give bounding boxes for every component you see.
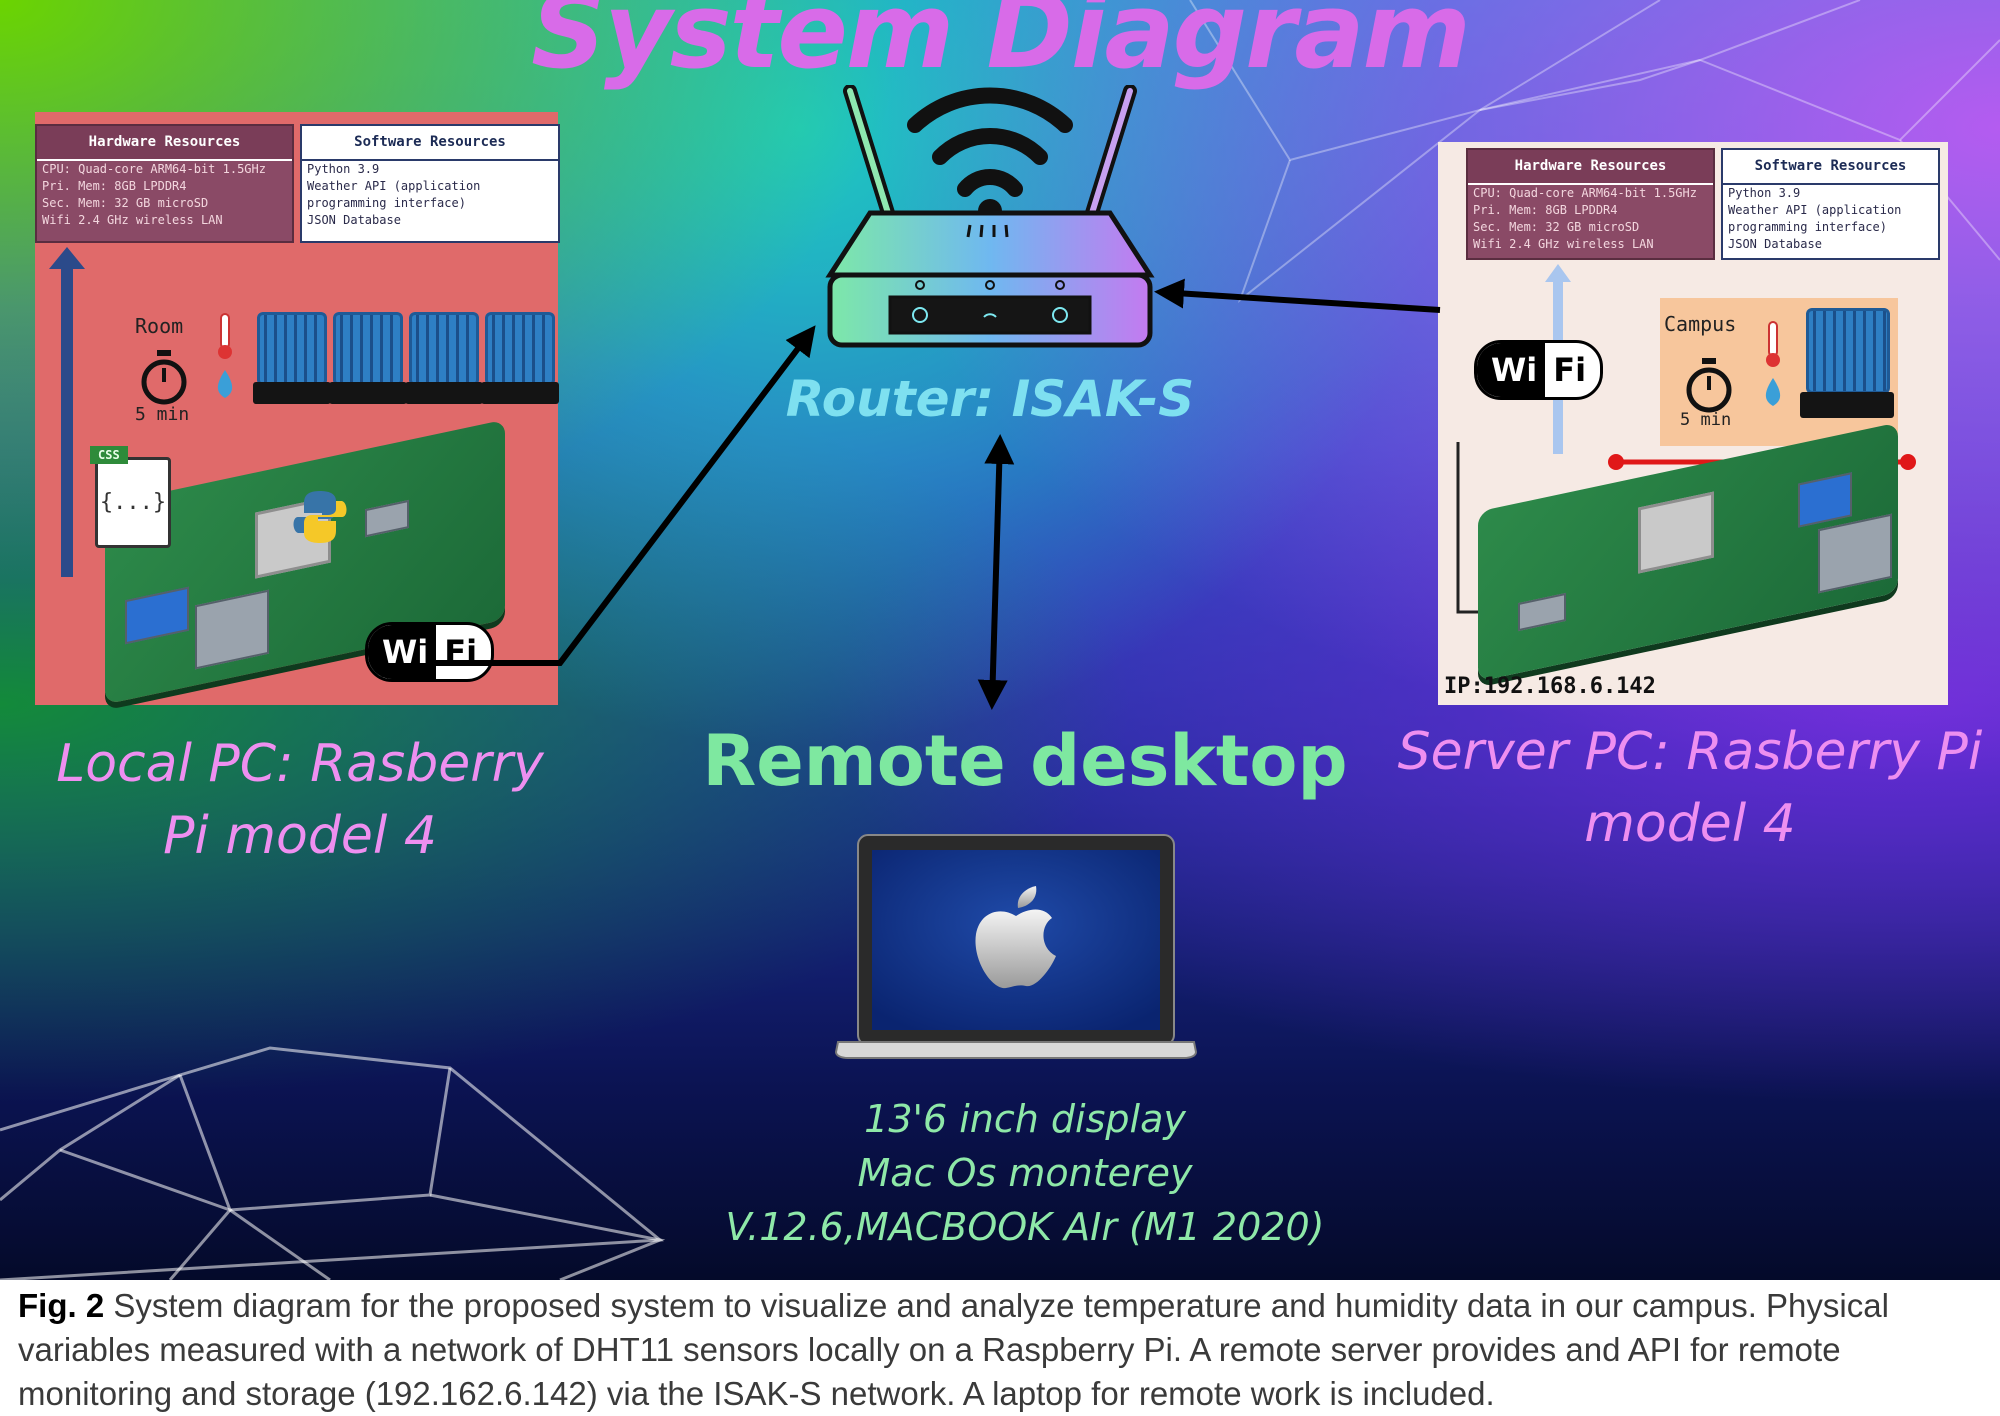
server-software-box: Software Resources Python 3.9 Weather AP… xyxy=(1721,148,1940,260)
software-title: Software Resources xyxy=(1723,150,1938,185)
interval-label: 5 min xyxy=(1680,410,1732,430)
figure-number: Fig. 2 xyxy=(18,1287,105,1324)
server-pc-label: Server PC: Rasberry Pi model 4 xyxy=(1380,716,2000,860)
hardware-line: Sec. Mem: 32 GB microSD xyxy=(42,196,209,210)
wifi-badge-fi: Fi xyxy=(1553,351,1587,389)
campus-sensor-box: Campus 5 min xyxy=(1660,298,1898,446)
server-pc-label-line1: Server PC: Rasberry Pi xyxy=(1397,722,1983,782)
dht11-sensor-icon xyxy=(333,312,403,386)
software-line: Python 3.9 xyxy=(1728,186,1801,200)
hardware-line: CPU: Quad-core ARM64-bit 1.5GHz xyxy=(1473,186,1697,200)
diagram-title: System Diagram xyxy=(531,0,1471,92)
dht11-sensor-icon xyxy=(257,312,327,386)
software-line: Weather API (application xyxy=(307,179,481,193)
hardware-line: Wifi 2.4 GHz wireless LAN xyxy=(42,213,223,227)
router-icon xyxy=(825,85,1155,348)
stopwatch-icon xyxy=(1686,358,1732,413)
thermometer-humidity-icon xyxy=(1765,321,1781,406)
thermometer-humidity-icon xyxy=(217,313,233,398)
software-line: Weather API (application xyxy=(1728,203,1902,217)
remote-spec-line1: 13'6 inch display xyxy=(864,1097,1186,1141)
campus-label: Campus xyxy=(1664,312,1737,336)
stopwatch-icon xyxy=(141,350,187,405)
software-line: JSON Database xyxy=(1728,237,1822,251)
room-label: Room xyxy=(135,314,184,338)
wifi-badge-icon: Wi Fi xyxy=(1474,340,1604,400)
remote-spec-line2: Mac Os monterey xyxy=(857,1151,1193,1195)
remote-spec-line3: V.12.6,MACBOOK AIr (M1 2020) xyxy=(725,1205,1325,1249)
up-arrow-icon xyxy=(49,247,85,577)
local-pc-label-line1: Local PC: Rasberry xyxy=(56,734,544,794)
dht11-sensor-icon xyxy=(1806,308,1890,394)
sensor-base xyxy=(481,382,559,404)
diagram-canvas: System Diagram Hardware Resources CPU: Q… xyxy=(0,0,2000,1280)
server-pc-panel: Hardware Resources CPU: Quad-core ARM64-… xyxy=(1438,142,1948,705)
wifi-badge-wi: Wi xyxy=(1477,343,1546,397)
software-title: Software Resources xyxy=(302,126,558,161)
sensor-base xyxy=(253,382,331,404)
remote-desktop-title: Remote desktop xyxy=(702,720,1348,802)
wifi-badge-wi: Wi xyxy=(368,625,437,679)
server-pc-label-line2: model 4 xyxy=(1584,794,1796,854)
hardware-line: Sec. Mem: 32 GB microSD xyxy=(1473,220,1640,234)
connection-arrows xyxy=(430,278,1441,710)
router-remote-arrow xyxy=(977,434,1015,710)
figure-caption: Fig. 2 System diagram for the proposed s… xyxy=(18,1284,1988,1416)
hardware-line: Pri. Mem: 8GB LPDDR4 xyxy=(1473,203,1618,217)
laptop-icon xyxy=(834,834,1198,1059)
interval-label: 5 min xyxy=(135,404,190,425)
software-line: programming interface) xyxy=(307,196,466,210)
json-glyph: {...} xyxy=(99,490,167,515)
local-pc-panel: Hardware Resources CPU: Quad-core ARM64-… xyxy=(35,112,560,705)
caption-text: System diagram for the proposed system t… xyxy=(18,1287,1889,1412)
software-line: JSON Database xyxy=(307,213,401,227)
sensor-base xyxy=(329,382,407,404)
hardware-title: Hardware Resources xyxy=(1468,150,1713,185)
local-pc-label: Local PC: Rasberry Pi model 4 xyxy=(20,728,580,872)
css-tag: CSS xyxy=(90,446,128,464)
python-logo-icon xyxy=(293,491,347,543)
sensor-base xyxy=(405,382,483,404)
ip-label: IP:192.168.6.142 xyxy=(1444,674,1656,699)
hardware-line: CPU: Quad-core ARM64-bit 1.5GHz xyxy=(42,162,266,176)
hardware-line: Wifi 2.4 GHz wireless LAN xyxy=(1473,237,1654,251)
local-to-router-arrow xyxy=(430,325,816,666)
dht11-sensor-icon xyxy=(409,312,479,386)
hardware-line: Pri. Mem: 8GB LPDDR4 xyxy=(42,179,187,193)
software-line: programming interface) xyxy=(1728,220,1887,234)
local-software-box: Software Resources Python 3.9 Weather AP… xyxy=(300,124,560,243)
remote-specs: 13'6 inch display Mac Os monterey V.12.6… xyxy=(640,1092,1410,1254)
router-label: Router: ISAK-S xyxy=(785,370,1195,428)
software-line: Python 3.9 xyxy=(307,162,380,176)
hardware-title: Hardware Resources xyxy=(37,126,292,161)
json-file-icon: CSS {...} xyxy=(90,446,171,548)
dht11-sensor-icon xyxy=(485,312,555,386)
figure-caption-area: Fig. 2 System diagram for the proposed s… xyxy=(0,1280,2000,1414)
server-hardware-box: Hardware Resources CPU: Quad-core ARM64-… xyxy=(1466,148,1715,260)
sensor-base xyxy=(1800,392,1894,418)
server-to-router-arrow xyxy=(1154,278,1441,313)
local-pc-label-line2: Pi model 4 xyxy=(163,806,437,866)
local-hardware-box: Hardware Resources CPU: Quad-core ARM64-… xyxy=(35,124,294,243)
